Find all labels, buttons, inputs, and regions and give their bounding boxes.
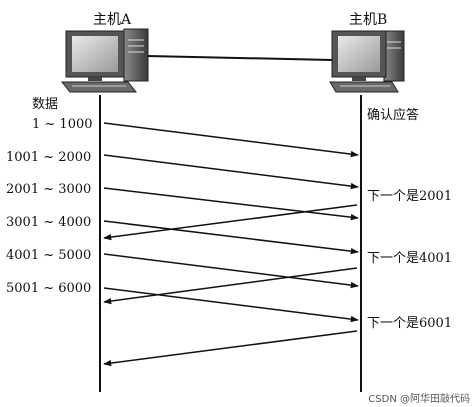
segment-label: 2001 ~ 3000	[6, 182, 91, 197]
segment-label: 1 ~ 1000	[32, 117, 93, 132]
data-arrow	[103, 287, 359, 323]
segment-label: 1001 ~ 2000	[6, 150, 91, 165]
host-b-label: 主机B	[349, 12, 387, 28]
ack-label: 下一个是2001	[367, 189, 452, 204]
data-arrow	[103, 122, 359, 158]
receiver-ack-header: 确认应答	[367, 107, 419, 123]
ack-arrow	[103, 330, 358, 367]
ack-label: 下一个是4001	[367, 251, 452, 266]
ack-arrow	[103, 267, 358, 305]
watermark: CSDN @阿华田敲代码	[368, 392, 470, 405]
data-arrow	[103, 253, 359, 289]
ack-arrow	[103, 204, 358, 241]
data-arrow	[103, 220, 359, 255]
network-link	[147, 55, 333, 61]
sender-data-header: 数据	[32, 97, 58, 112]
host-a-label: 主机A	[93, 12, 132, 28]
host-a-computer-icon	[60, 28, 149, 93]
ack-label: 下一个是6001	[367, 316, 452, 331]
host-b-computer-icon	[329, 30, 405, 93]
data-arrow	[103, 187, 359, 221]
segment-label: 3001 ~ 4000	[6, 215, 91, 230]
segment-label: 4001 ~ 5000	[6, 248, 91, 263]
segment-label: 5001 ~ 6000	[6, 281, 91, 296]
data-arrow	[103, 154, 359, 190]
